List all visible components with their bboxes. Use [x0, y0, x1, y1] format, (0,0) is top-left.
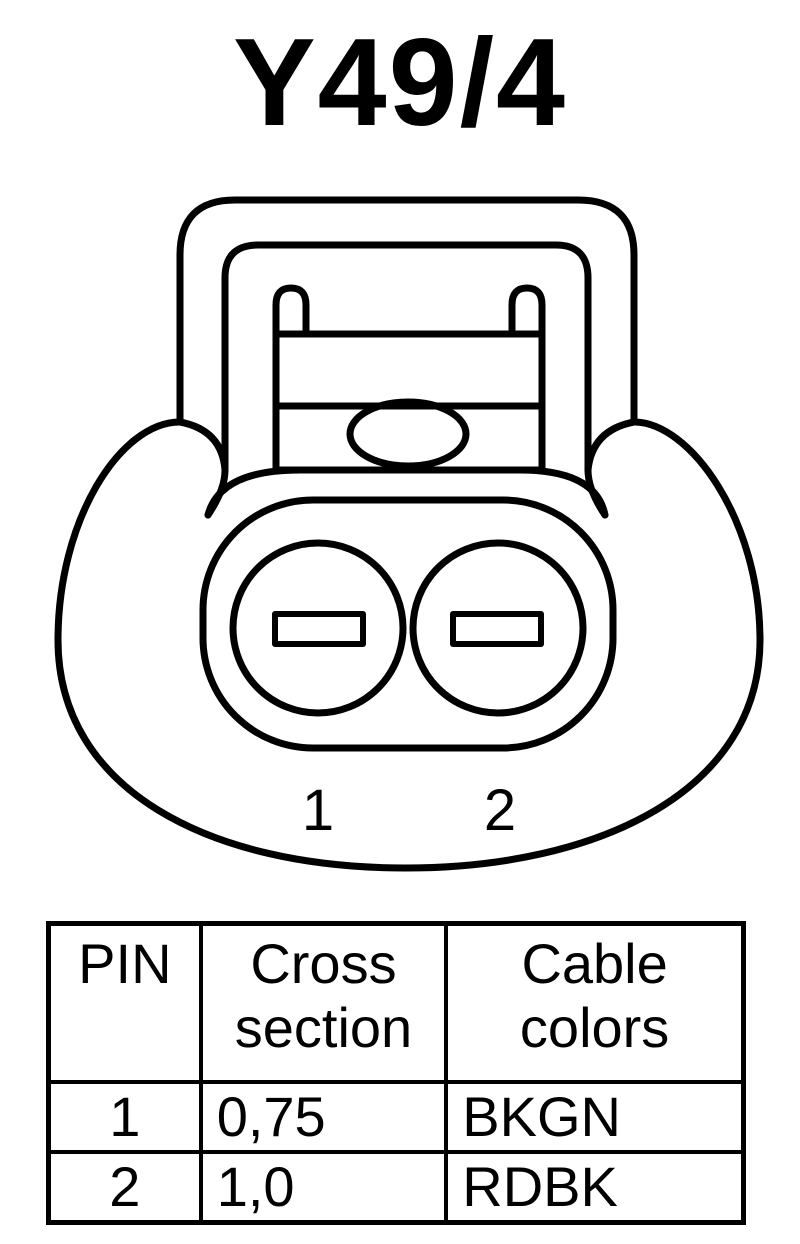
- pin-label-1: 1: [302, 778, 334, 843]
- boss-outline: [204, 466, 609, 519]
- cavity-pin-1: [229, 539, 407, 717]
- cell-pin: 1: [46, 1080, 203, 1154]
- table-header-row: PIN Cross section Cable colors: [46, 921, 746, 1084]
- cell-cross-section: 0,75: [198, 1080, 449, 1154]
- lock-tab-right-post: [508, 284, 546, 338]
- header-color-line2: colors: [519, 996, 670, 1059]
- header-cross-line2: section: [234, 996, 413, 1059]
- cell-cable-color: RDBK: [444, 1150, 746, 1225]
- cell-cable-color: BKGN: [444, 1080, 746, 1154]
- header-pin: PIN: [46, 921, 203, 1084]
- shoulder-right: [584, 418, 638, 519]
- latch-outer: [176, 196, 638, 426]
- cell-cross-section: 1,0: [198, 1150, 449, 1225]
- header-cross-line1: Cross: [250, 932, 397, 995]
- connector-title: Y49/4: [232, 14, 568, 152]
- cell-pin: 2: [46, 1150, 203, 1225]
- cavity-surround: [199, 496, 617, 752]
- pin-table: PIN Cross section Cable colors 1 0,75 BK…: [46, 921, 746, 1225]
- latch-inner: [221, 241, 592, 474]
- terminal-pin-1: [272, 611, 366, 647]
- table-row: 2 1,0 RDBK: [46, 1150, 746, 1225]
- connector-diagram: 1 2: [54, 196, 764, 872]
- header-cross-section: Cross section: [198, 921, 449, 1084]
- cavity-pin-2: [409, 539, 587, 717]
- housing-outline: [54, 418, 764, 872]
- pin-label-2: 2: [484, 778, 516, 843]
- header-color-line1: Cable: [521, 932, 668, 995]
- header-cable-colors: Cable colors: [444, 921, 746, 1084]
- terminal-pin-2: [450, 611, 544, 647]
- lock-tab-slot: [346, 398, 470, 470]
- header-pin-label: PIN: [78, 932, 172, 995]
- lock-tab-left-post: [272, 284, 310, 338]
- table-row: 1 0,75 BKGN: [46, 1080, 746, 1154]
